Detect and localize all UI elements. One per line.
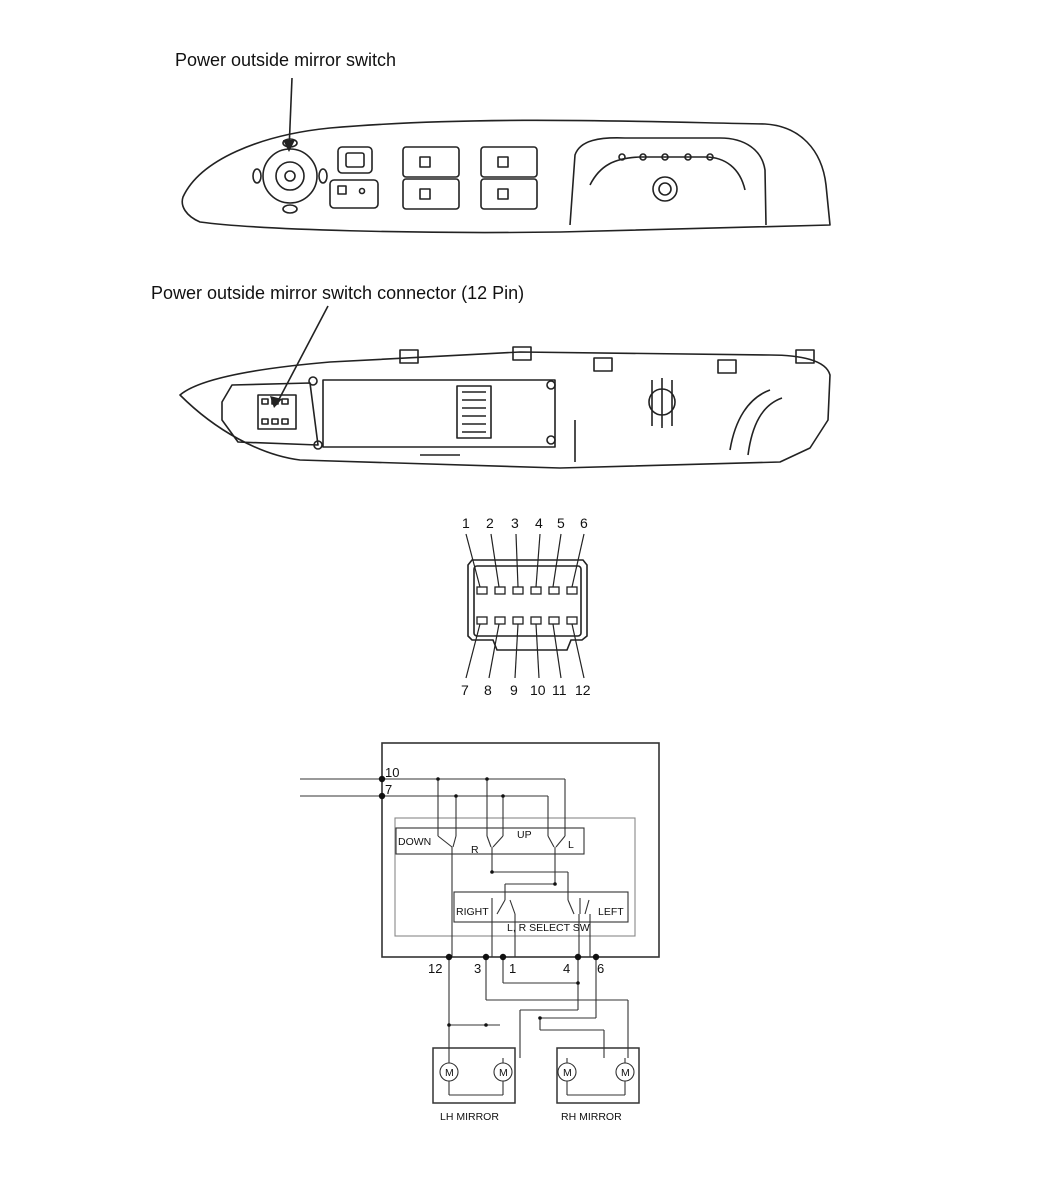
switch-callout-label: Power outside mirror switch [175, 50, 396, 70]
pin-label: 9 [510, 682, 518, 698]
pin-label: 4 [535, 515, 543, 531]
callout-arrows [275, 77, 329, 406]
right-label: RIGHT [456, 906, 489, 918]
left-label: LEFT [598, 906, 624, 918]
pin-leader-lines [465, 533, 585, 679]
pin-label: 8 [484, 682, 492, 698]
pin-label: 7 [461, 682, 469, 698]
lh-motor-2 [493, 1062, 513, 1082]
switch-panel-rear [179, 346, 831, 469]
pin-label: 1 [462, 515, 470, 531]
output-pin-label: 4 [563, 961, 570, 976]
motor-symbol: M [499, 1067, 508, 1079]
connector-callout-arrowhead [270, 396, 282, 408]
pin-label: 5 [557, 515, 565, 531]
rh-motor-1 [557, 1062, 577, 1082]
motor-symbol: M [445, 1067, 454, 1079]
rh-mirror-box [556, 1047, 640, 1104]
schematic-labels: 10 7 DOWN UP R L RIGHT LEFT L, R SELECT … [385, 765, 630, 1123]
lr-select-switch-box [453, 891, 629, 923]
connector-face [465, 533, 588, 679]
output-pin-label: 6 [597, 961, 604, 976]
select-switch-label: L, R SELECT SW [507, 922, 590, 934]
l-label: L [568, 839, 574, 851]
schematic-junctions [378, 775, 600, 1027]
connector-callout-label: Power outside mirror switch connector (1… [151, 283, 524, 303]
switch-callout-arrowhead [283, 140, 295, 152]
down-label: DOWN [398, 836, 431, 848]
schematic [300, 742, 660, 1104]
output-pin-label: 1 [509, 961, 516, 976]
up-label: UP [517, 829, 532, 841]
input-pin-label: 10 [385, 765, 399, 780]
rh-motor-2 [615, 1062, 635, 1082]
r-label: R [471, 844, 479, 856]
pin-label: 12 [575, 682, 591, 698]
input-pin-label: 7 [385, 782, 392, 797]
rh-mirror-label: RH MIRROR [561, 1111, 622, 1123]
switch-housing-box [381, 742, 660, 958]
connector-terminals [476, 586, 578, 625]
pin-label: 10 [530, 682, 546, 698]
lh-mirror-label: LH MIRROR [440, 1111, 499, 1123]
pin-label: 3 [511, 515, 519, 531]
switch-panel-front [181, 119, 831, 234]
connector-pin-labels: 1 2 3 4 5 6 7 8 9 10 11 12 [461, 515, 591, 698]
output-pin-label: 3 [474, 961, 481, 976]
pin-label: 11 [552, 682, 567, 698]
up-down-switch-box [395, 827, 585, 855]
pin-label: 6 [580, 515, 588, 531]
pin-label: 2 [486, 515, 494, 531]
output-pin-label: 12 [428, 961, 442, 976]
motor-symbol: M [621, 1067, 630, 1079]
lh-mirror-box [432, 1047, 516, 1104]
lh-motor-1 [439, 1062, 459, 1082]
motor-symbol: M [563, 1067, 572, 1079]
mirror-switch-knob [252, 138, 328, 214]
